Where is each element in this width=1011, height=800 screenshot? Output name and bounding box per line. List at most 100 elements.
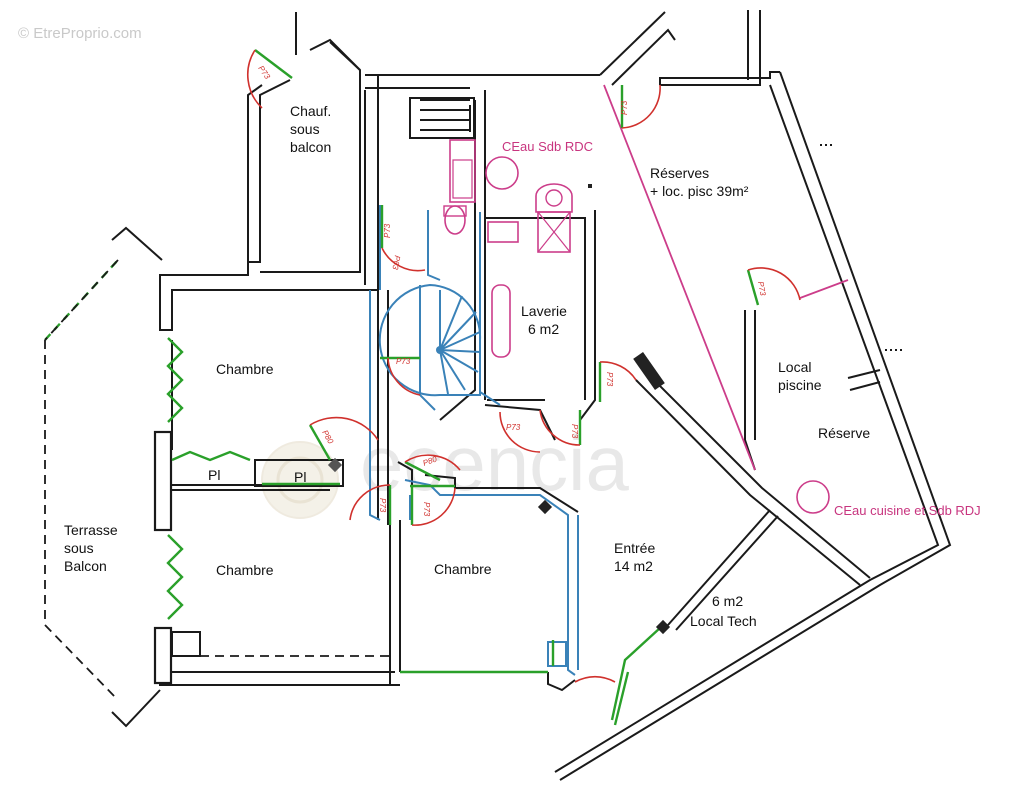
door-leaf: [746, 269, 760, 306]
blue-lining: [419, 285, 436, 411]
spiral-step: [439, 331, 481, 351]
shower-inner: [452, 159, 473, 199]
door-swing: [747, 267, 801, 301]
wall-segment: [247, 84, 263, 262]
wall-segment: [309, 38, 361, 71]
door-tag: P73: [605, 372, 614, 387]
wall-segment: [547, 672, 576, 692]
wall-segment: [559, 71, 952, 781]
label-entree-1: Entrée: [614, 540, 655, 556]
staircase-top: [409, 97, 475, 139]
spiral-step: [439, 311, 477, 351]
door-swing: [387, 357, 421, 396]
window-entree: [610, 627, 661, 721]
label-terrasse-2: sous: [64, 540, 94, 556]
door-swing: [599, 361, 637, 381]
walls: [111, 10, 952, 781]
door-swing: [574, 675, 616, 683]
spiral-step: [439, 349, 479, 373]
equipment-block: [633, 351, 665, 391]
wall-segment: [439, 210, 476, 421]
label-chauf-1: Chauf.: [290, 103, 331, 119]
label-reserves-1: Réserves: [650, 165, 709, 181]
closet-pl-box: [254, 459, 344, 487]
wall-segment: [599, 11, 666, 76]
wall-segment: [159, 630, 400, 686]
door-swing: [309, 416, 379, 441]
wall-segment: [611, 28, 676, 86]
water-heater-2: [796, 480, 830, 514]
green-elements: [44, 259, 661, 726]
basin-unit: [535, 183, 573, 213]
terrace-outline: [44, 340, 119, 701]
door-swing: [404, 454, 461, 471]
label-chauf-2: sous: [290, 121, 320, 137]
door-tag: P73: [256, 64, 272, 81]
wall-segment: [111, 689, 161, 728]
door-swing: [499, 411, 541, 453]
door-leaf: [308, 424, 332, 461]
door-tag: P73: [756, 281, 767, 297]
label-pl-right: Pl: [294, 469, 306, 485]
label-laverie-2: 6 m2: [528, 321, 559, 337]
room-labels: Chauf. sous balcon Réserves + loc. pisc …: [64, 103, 981, 629]
label-chambre-mid: Chambre: [434, 561, 492, 577]
wall-segment: [847, 369, 881, 379]
doors: P73 P73 P73 P63 P73 P73 P80 P80 P73 P73: [246, 49, 801, 683]
door-swing: [539, 409, 581, 446]
blue-lining: [427, 210, 441, 281]
door-tag: P73: [422, 502, 431, 517]
label-local-tech-1: 6 m2: [712, 593, 743, 609]
label-entree-2: 14 m2: [614, 558, 653, 574]
label-reserve: Réserve: [818, 425, 870, 441]
door-tag: P63: [390, 255, 401, 271]
wall-segment: [169, 630, 395, 673]
label-pl-left: Pl: [208, 467, 220, 483]
closet-box: [171, 631, 201, 657]
wall-segment: [554, 84, 940, 773]
pink-partition: [603, 84, 756, 471]
wall-segment: [849, 381, 881, 391]
wall-segment: [667, 509, 771, 626]
shower-tray: [449, 139, 476, 203]
window-left-upper: [166, 337, 184, 423]
wall-segment: [159, 74, 379, 331]
door-tag: P73: [378, 498, 387, 513]
corner-fixture: [547, 641, 567, 667]
blue-lining: [479, 212, 501, 406]
terrace-outline: [44, 259, 119, 341]
door-tag: P73: [396, 357, 411, 366]
door-tag: P80: [320, 429, 335, 446]
label-chauf-3: balcon: [290, 139, 331, 155]
door-swing: [381, 247, 426, 272]
toilet: [444, 205, 466, 235]
label-local-piscine-1: Local: [778, 359, 811, 375]
sink: [487, 221, 519, 243]
equipment-diamond: [327, 457, 343, 473]
door-swing: [349, 484, 391, 521]
label-terrasse-1: Terrasse: [64, 522, 118, 538]
door-tag: P73: [570, 424, 579, 439]
wall-segment: [660, 10, 761, 86]
wall-segment: [111, 226, 163, 261]
closet-door-zigzag: [171, 450, 251, 462]
equipment-diamond: [537, 499, 553, 515]
door-tag: P73: [620, 100, 629, 115]
wall-segment: [635, 379, 861, 586]
wall-segment: [675, 515, 779, 631]
label-local-piscine-2: piscine: [778, 377, 822, 393]
door-tag: P73: [506, 423, 521, 432]
wall-segment: [485, 217, 586, 400]
door-tag: P73: [383, 223, 392, 238]
wall-segment: [159, 79, 291, 285]
label-ceau-cuisine: CEau cuisine et Sdb RDJ: [834, 503, 981, 518]
pink-partition: [799, 279, 849, 299]
spiral-staircase: [378, 283, 482, 397]
label-terrasse-3: Balcon: [64, 558, 107, 574]
wall-segment: [260, 41, 361, 273]
door-swing: [246, 49, 263, 109]
wall-pillar: [153, 626, 173, 685]
spiral-step: [439, 349, 466, 391]
spiral-step: [439, 349, 481, 353]
